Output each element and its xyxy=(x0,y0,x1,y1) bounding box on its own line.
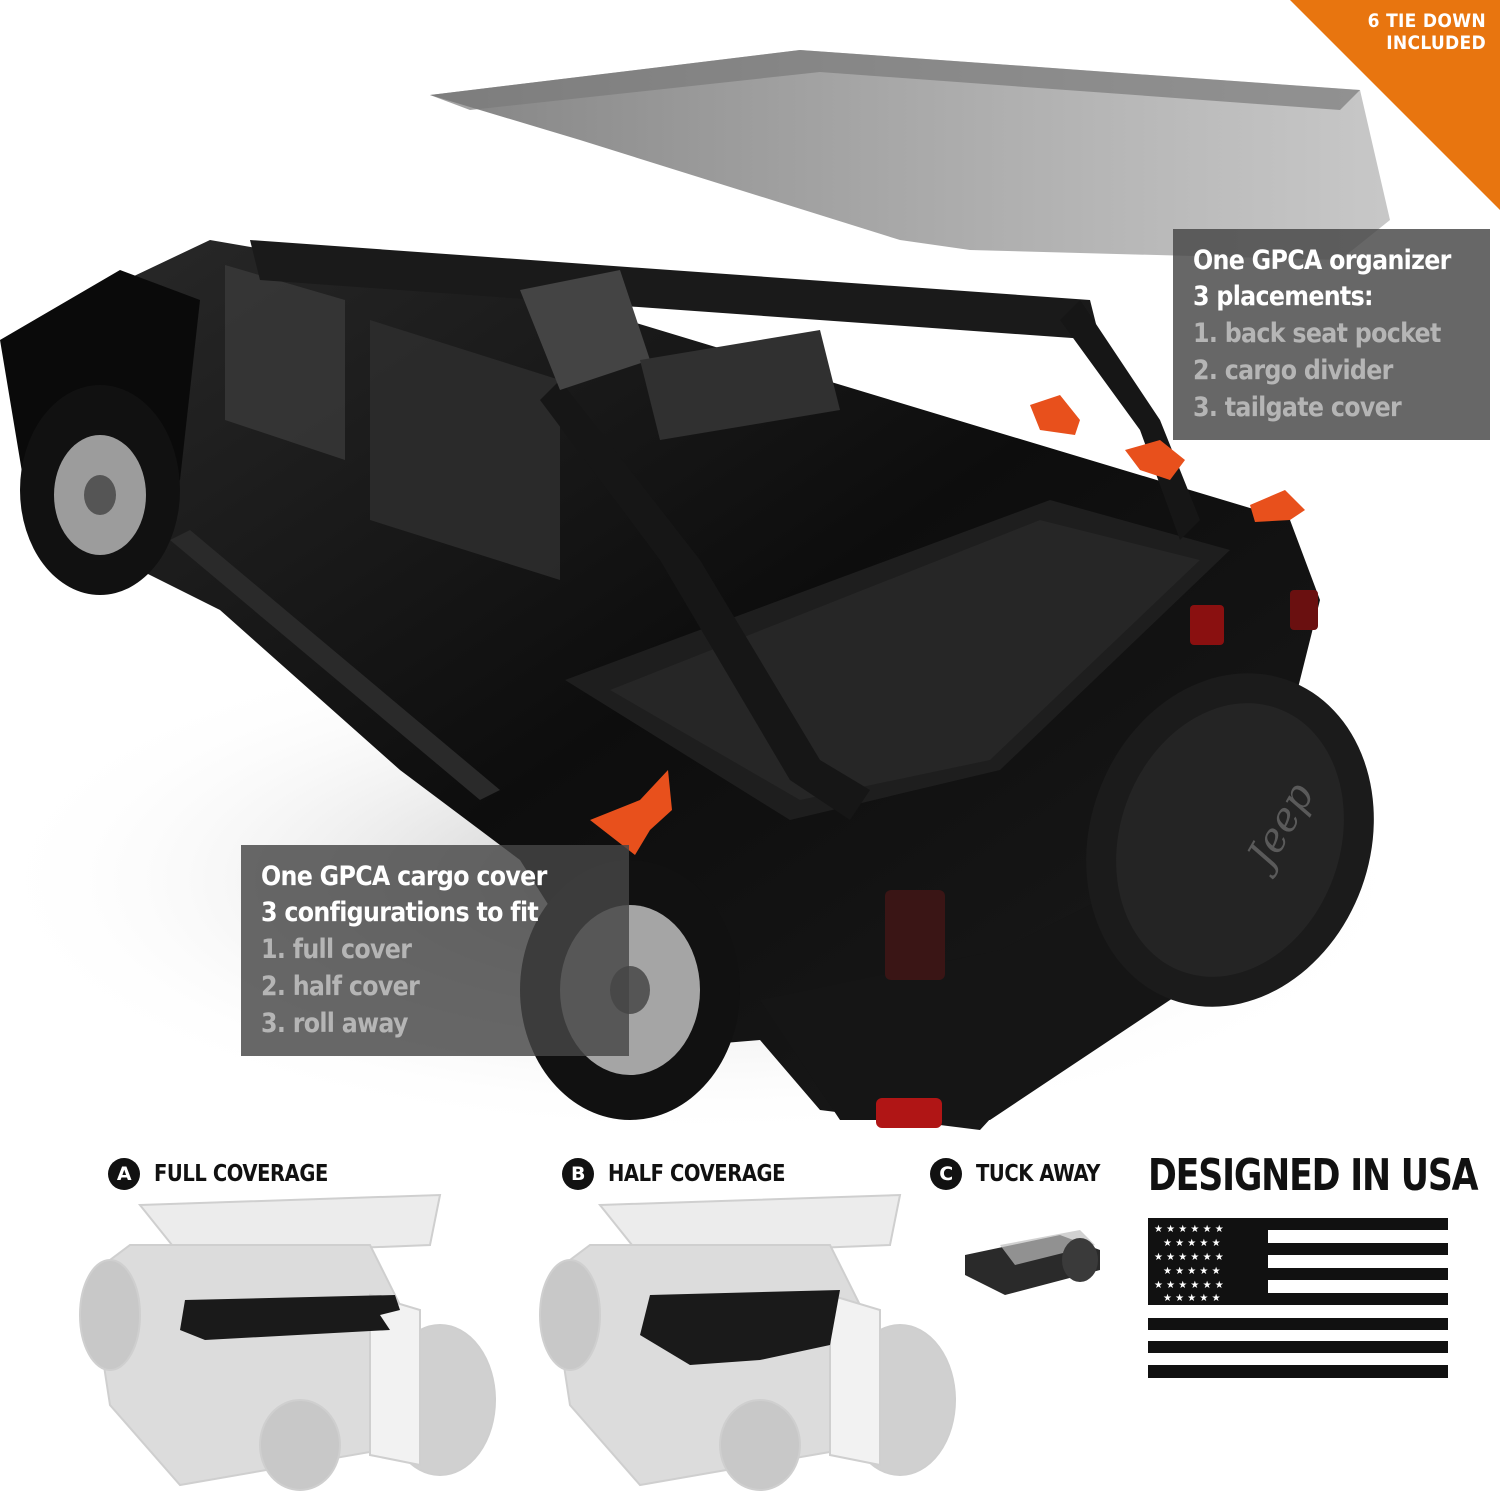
corner-badge-bg xyxy=(1290,0,1500,210)
corner-badge: 6 TIE DOWN INCLUDED xyxy=(1326,10,1486,54)
arrow-icon-1 xyxy=(1030,395,1080,435)
arrow-icon-2 xyxy=(1125,440,1185,480)
option-label: HALF COVERAGE xyxy=(608,1161,786,1187)
organizer-callout: One GPCA organizer 3 placements: 1. back… xyxy=(1173,229,1490,440)
option-label: TUCK AWAY xyxy=(976,1161,1101,1187)
cargo-callout: One GPCA cargo cover 3 configurations to… xyxy=(241,845,629,1056)
svg-text:★ ★ ★ ★ ★: ★ ★ ★ ★ ★ xyxy=(1163,1238,1221,1249)
cargo-callout-title-1: One GPCA cargo cover xyxy=(261,861,547,892)
organizer-callout-item: 3. tailgate cover xyxy=(1193,392,1402,423)
svg-text:★ ★ ★ ★ ★ ★: ★ ★ ★ ★ ★ ★ xyxy=(1154,1280,1224,1291)
svg-text:★ ★ ★ ★ ★: ★ ★ ★ ★ ★ xyxy=(1163,1293,1221,1304)
arrow-icon-3 xyxy=(1250,490,1305,522)
cargo-callout-title-2: 3 configurations to fit xyxy=(261,897,539,928)
half-coverage-illustration xyxy=(539,1193,956,1491)
us-flag-icon: ★ ★ ★ ★ ★ ★ ★ ★ ★ ★ ★ ★ ★ ★ ★ ★ ★ ★ ★ ★ … xyxy=(1148,1218,1448,1378)
arrow-icon-4 xyxy=(590,770,672,855)
svg-text:★ ★ ★ ★ ★ ★: ★ ★ ★ ★ ★ ★ xyxy=(1154,1224,1224,1235)
option-label: FULL COVERAGE xyxy=(154,1161,328,1187)
corner-badge-line1: 6 TIE DOWN xyxy=(1367,10,1486,32)
organizer-callout-title-2: 3 placements: xyxy=(1193,281,1374,312)
option-tuck-away: C TUCK AWAY xyxy=(930,1158,1122,1190)
rolled-cover-illustration xyxy=(965,1230,1100,1295)
organizer-callout-item: 2. cargo divider xyxy=(1193,355,1393,386)
cargo-callout-item: 3. roll away xyxy=(261,1008,408,1039)
hard-top xyxy=(430,50,1390,260)
jeep-scene: Jeep xyxy=(0,0,1500,1140)
spare-tire: Jeep xyxy=(1086,673,1374,1007)
option-letter-badge: A xyxy=(108,1158,140,1190)
option-letter-badge: C xyxy=(930,1158,962,1190)
option-half-coverage: B HALF COVERAGE xyxy=(562,1158,816,1190)
cargo-callout-item: 2. half cover xyxy=(261,971,420,1002)
svg-text:★ ★ ★ ★ ★: ★ ★ ★ ★ ★ xyxy=(1163,1266,1221,1277)
front-wheel xyxy=(20,385,180,595)
cargo-callout-item: 1. full cover xyxy=(261,934,412,965)
option-letter-badge: B xyxy=(562,1158,594,1190)
cargo-cover-half xyxy=(640,1290,840,1365)
full-coverage-illustration xyxy=(79,1193,496,1491)
svg-text:★ ★ ★ ★ ★ ★: ★ ★ ★ ★ ★ ★ xyxy=(1154,1252,1224,1263)
designed-in-usa-label: DESIGNED IN USA xyxy=(1148,1150,1479,1201)
organizer-callout-item: 1. back seat pocket xyxy=(1193,318,1441,349)
organizer-callout-title-1: One GPCA organizer xyxy=(1193,245,1451,276)
option-full-coverage: A FULL COVERAGE xyxy=(108,1158,359,1190)
cargo-cover-full xyxy=(180,1295,400,1340)
corner-badge-line2: INCLUDED xyxy=(1386,32,1486,54)
